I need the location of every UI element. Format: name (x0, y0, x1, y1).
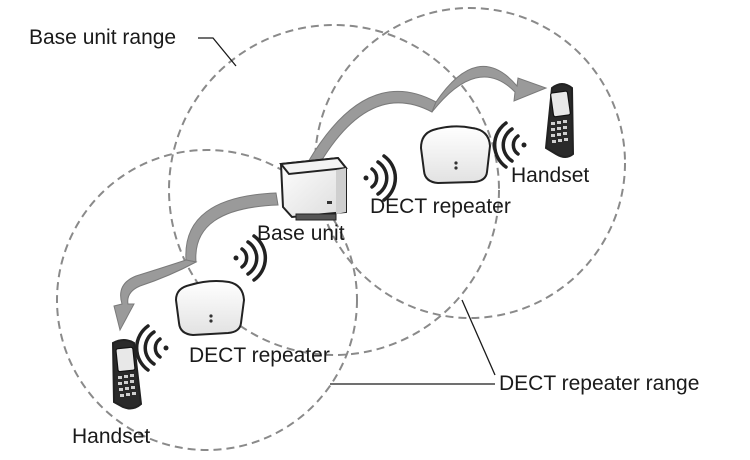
handset-right-label: Handset (511, 164, 589, 187)
arrow-right-repeater-to-handset (431, 65, 548, 113)
base-unit-range-leader (198, 37, 237, 67)
signal-waves-base-right (363, 154, 398, 202)
dect-repeater-range-label: DECT repeater range (499, 372, 699, 395)
base-unit-device (279, 156, 348, 221)
dect-repeater-left-device (174, 280, 246, 337)
signal-waves-right-handset (492, 121, 527, 169)
signal-waves-left-repeater (233, 234, 268, 282)
signal-waves-left-handset (134, 324, 169, 372)
dect-repeater-right-device (419, 125, 492, 185)
dect-repeater-left-label: DECT repeater (189, 344, 330, 367)
dect-repeater-right-label: DECT repeater (370, 195, 511, 218)
base-unit-range-circle (168, 24, 500, 356)
base-unit-range-label: Base unit range (29, 26, 176, 49)
handset-left-label: Handset (72, 425, 150, 448)
handset-right-device (544, 83, 575, 158)
base-unit-label: Base unit (257, 222, 345, 245)
handset-left-device (111, 339, 143, 410)
arrow-left-repeater-to-handset (113, 259, 198, 332)
left-repeater-range-circle (56, 149, 358, 451)
repeater-range-leader-upper (461, 299, 496, 376)
